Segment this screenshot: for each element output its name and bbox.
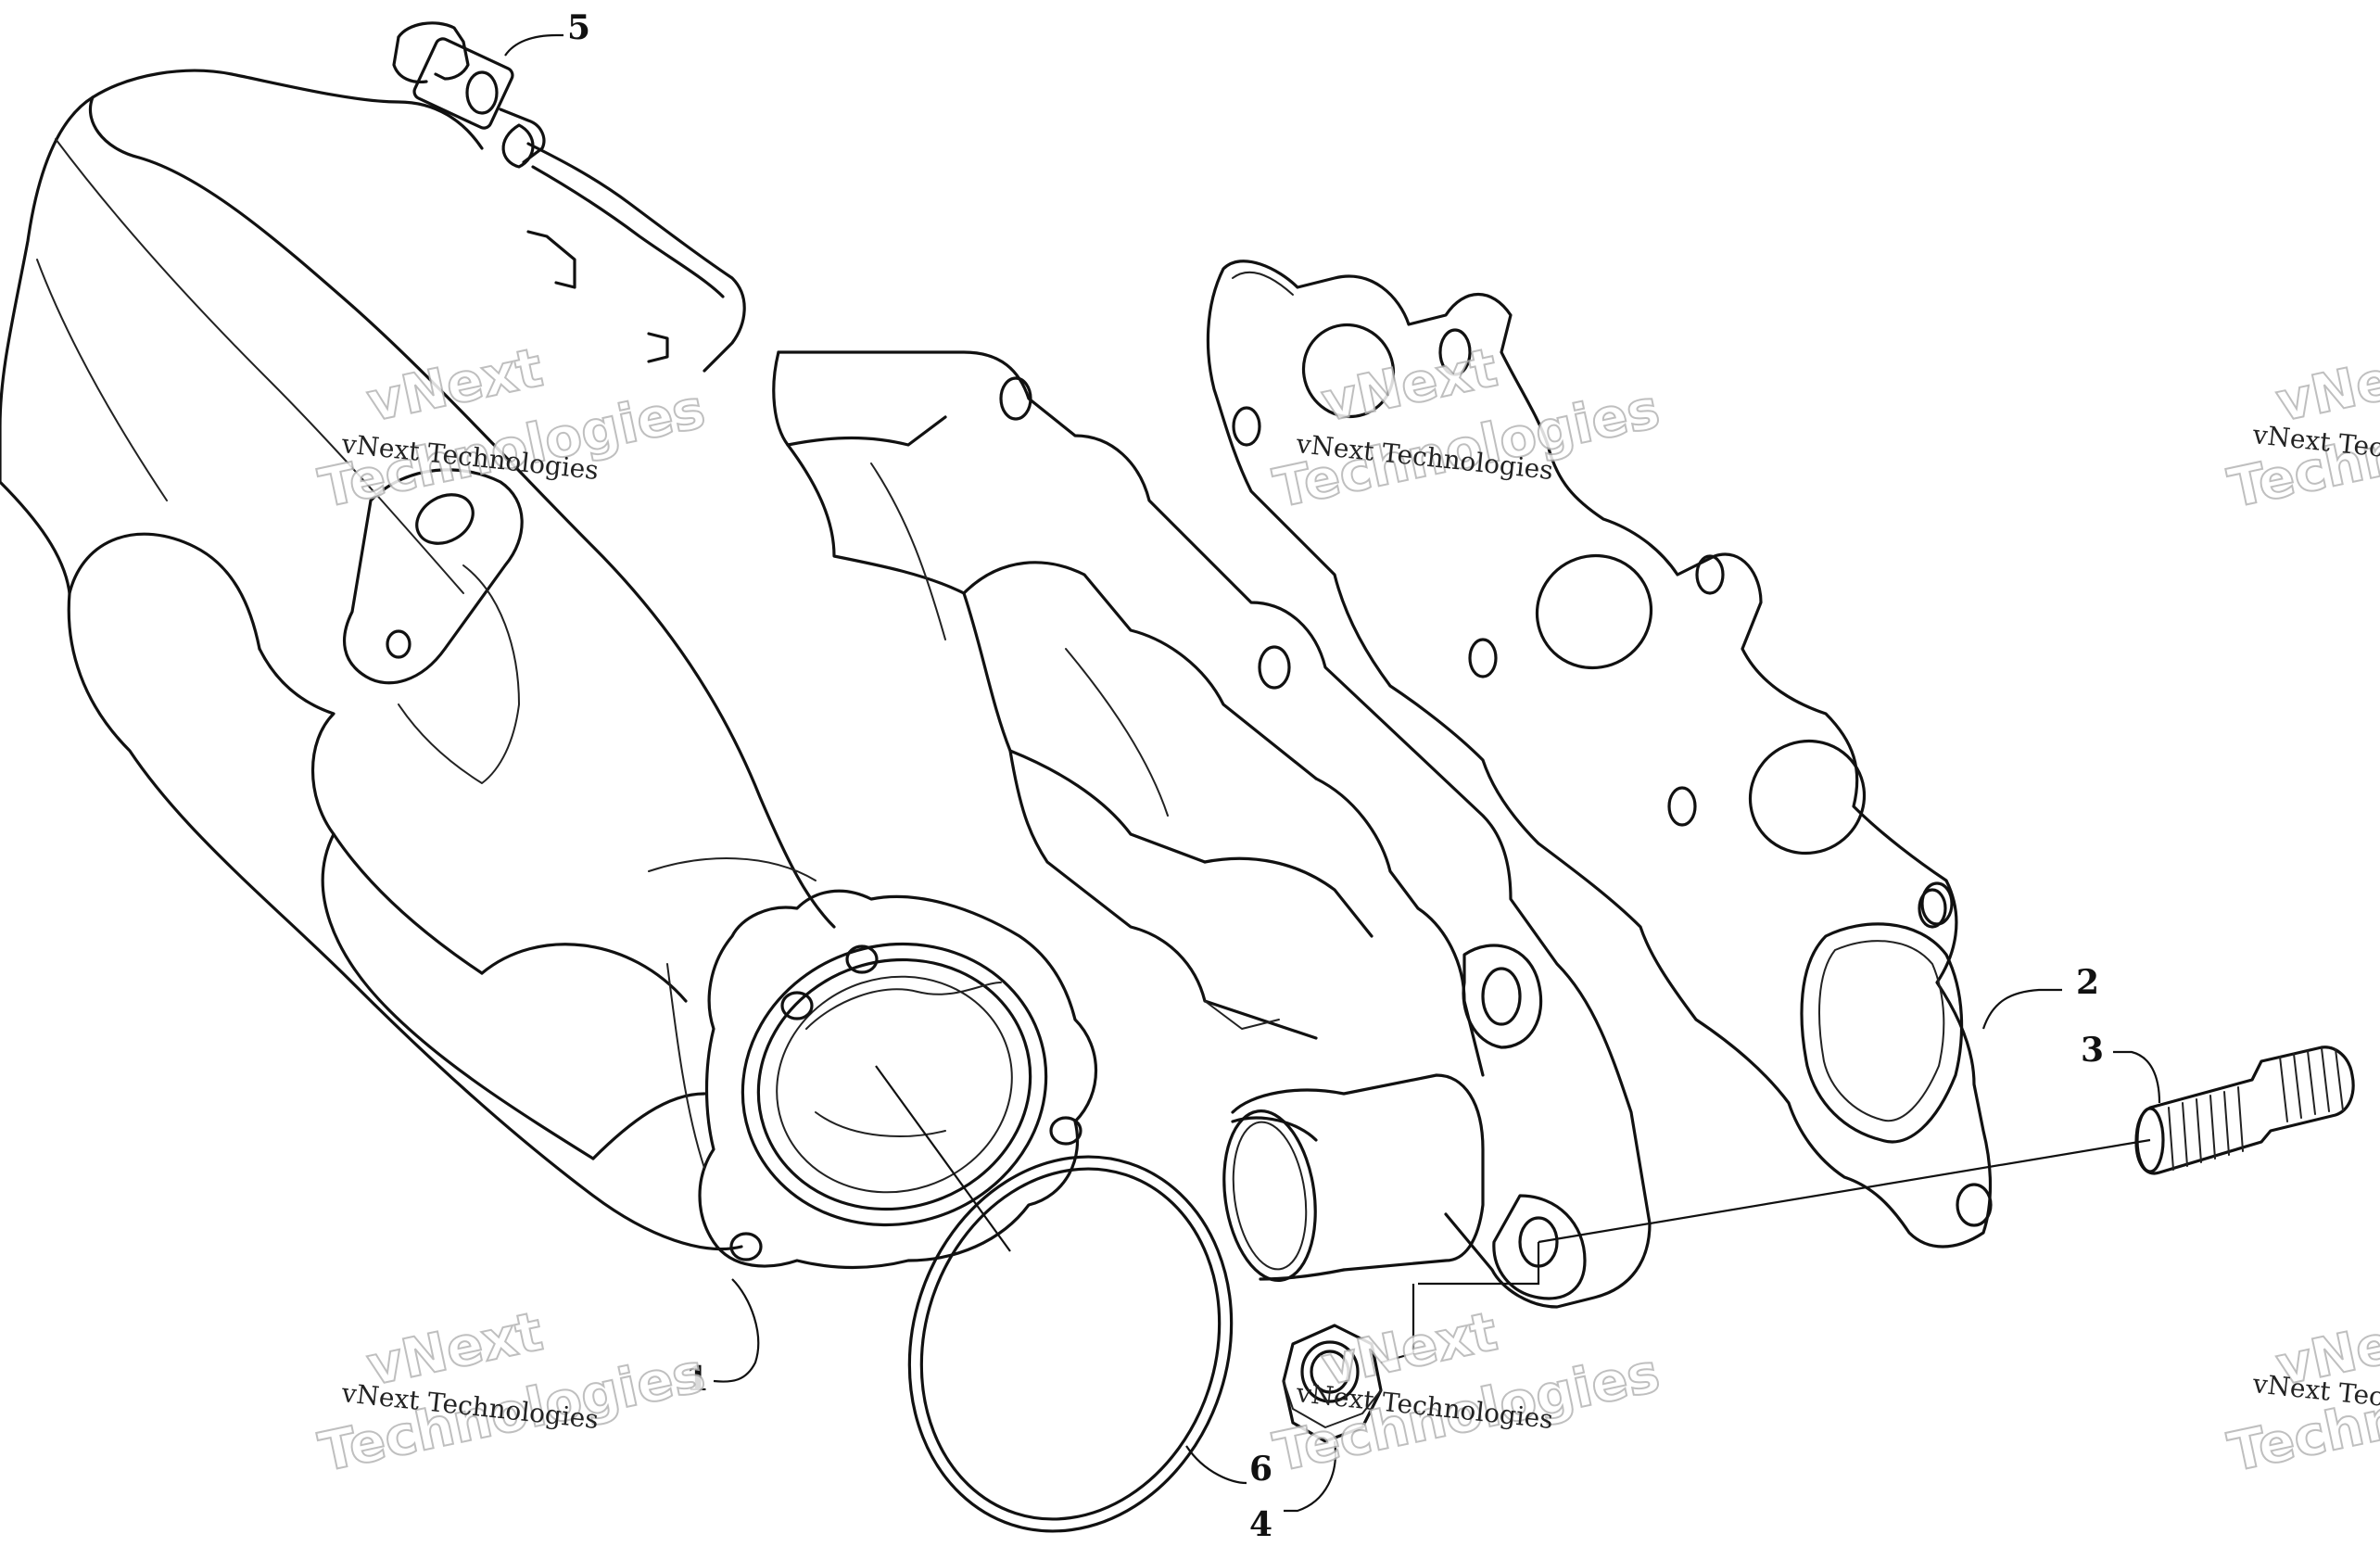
callout-1: 1	[686, 1360, 709, 1399]
watermark-top-right: vNext Technologies	[2222, 335, 2380, 521]
watermark-top-center: vNext Technologies	[1267, 335, 1665, 521]
watermark-bottom-center: vNext Technologies	[1267, 1299, 1665, 1485]
callout-labels: 1 2 3 4 5 6	[567, 8, 2104, 1544]
throttle-flange	[648, 857, 1098, 1270]
callout-5: 5	[567, 8, 590, 47]
hex-nut	[1282, 1324, 1383, 1443]
callout-4: 4	[1249, 1505, 1272, 1544]
callout-3: 3	[2081, 1031, 2104, 1070]
leader-lines	[504, 33, 2161, 1513]
manifold-flange-housing	[772, 350, 1652, 1309]
watermark-big-line1: vNext	[2271, 336, 2380, 434]
watermark-bottom-left: vNext Technologies	[312, 1299, 711, 1485]
vacuum-sensor-tube	[392, 21, 746, 373]
callout-6: 6	[1249, 1450, 1272, 1489]
stud-bolt	[2134, 1046, 2355, 1175]
intake-manifold	[0, 69, 836, 1251]
callout-2: 2	[2076, 963, 2099, 1002]
watermark-top-left: vNext Technologies	[312, 335, 711, 521]
o-ring	[907, 1155, 1234, 1533]
